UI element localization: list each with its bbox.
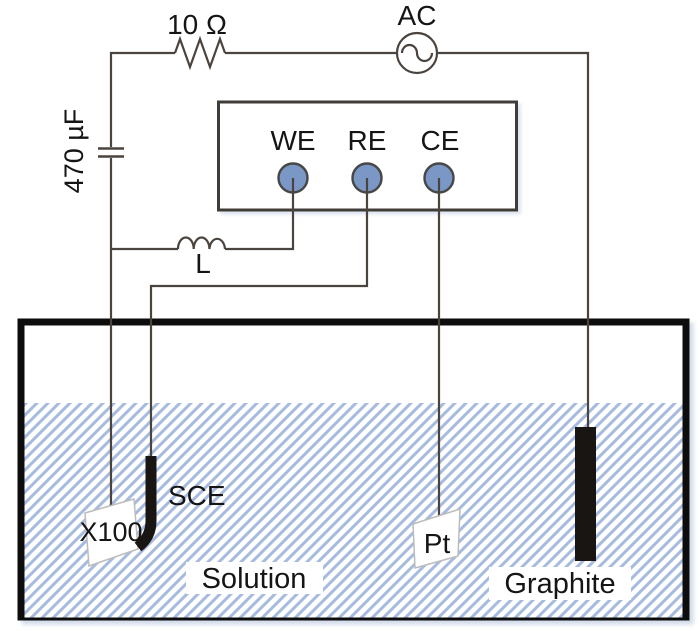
pt-plate	[412, 507, 461, 569]
ac-sine-icon	[400, 43, 434, 63]
capacitor-label: 470 µF	[59, 109, 89, 194]
ac-source-symbol	[395, 31, 439, 75]
terminal-we-label: WE	[270, 125, 315, 156]
resistor-label: 10 Ω	[167, 9, 227, 40]
solution-label-box	[186, 562, 323, 594]
graphite-electrode	[575, 427, 596, 561]
wire-re-to-sce	[149, 178, 369, 457]
sce-electrode	[134, 456, 157, 552]
wire-ac-to-graphite	[437, 51, 590, 428]
graphite-label: Graphite	[504, 568, 615, 600]
wires	[109, 51, 590, 517]
wire-we-to-inductor	[225, 178, 295, 251]
terminal-re-label: RE	[348, 125, 387, 156]
inductor-symbol	[176, 236, 227, 250]
sample-label: X100	[79, 517, 142, 547]
graphite-label-box	[489, 567, 631, 600]
inductor-label: L	[195, 248, 211, 279]
sce-label: SCE	[168, 480, 226, 511]
solution-label: Solution	[202, 563, 307, 595]
resistor-symbol	[173, 35, 227, 71]
pt-label: Pt	[424, 528, 451, 559]
terminal-ce-label: CE	[421, 125, 460, 156]
ac-source-label: AC	[398, 0, 437, 31]
sample-plate-x100	[84, 498, 139, 568]
capacitor-symbol	[98, 147, 124, 158]
wire-top-left	[109, 51, 175, 147]
